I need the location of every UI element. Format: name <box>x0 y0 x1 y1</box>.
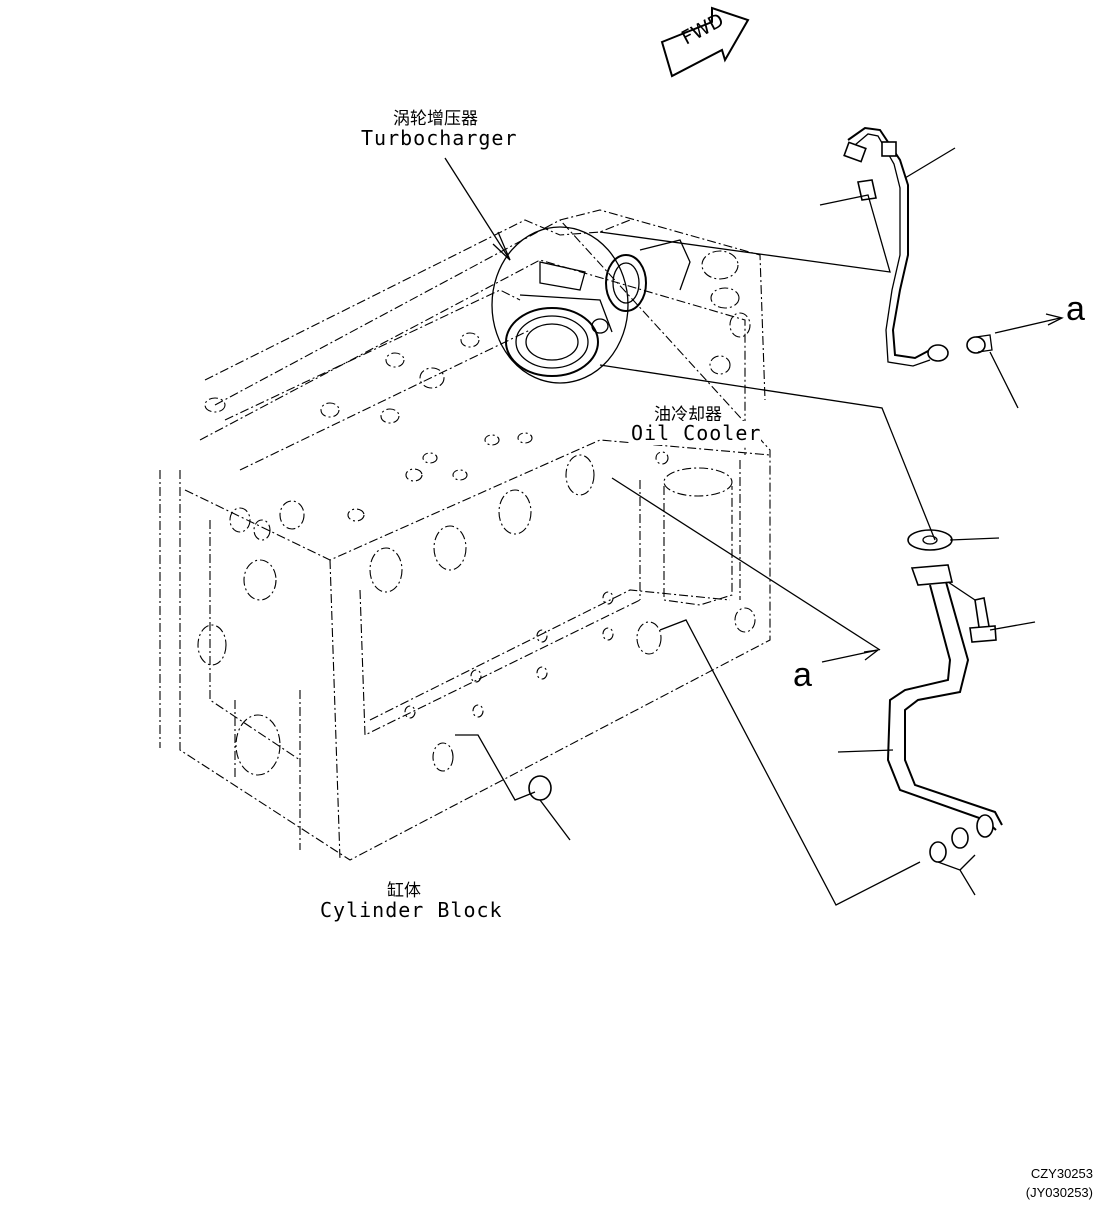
oil-cooler-label-cn: 油冷却器 <box>654 400 722 425</box>
fwd-arrow-icon <box>660 6 750 78</box>
drawing-code: CZY30253 <box>1030 1166 1093 1181</box>
oil-return-tube <box>886 529 1003 863</box>
leader-lines <box>444 147 1064 906</box>
turbocharger <box>491 226 691 384</box>
cylinder-block-label-cn: 缸体 <box>387 881 421 901</box>
block-plug <box>528 775 552 801</box>
cylinder-block <box>159 209 771 861</box>
oil-cooler-label-en: Oil Cooler <box>631 421 762 445</box>
view-ref-a-upper: a <box>1066 290 1085 328</box>
view-ref-a-lower: a <box>793 656 812 694</box>
oil-inlet-tube <box>843 126 949 367</box>
cylinder-block-label-en: Cylinder Block <box>320 898 503 922</box>
turbocharger-label-en: Turbocharger <box>361 126 518 150</box>
connector-fitting <box>857 179 993 354</box>
drawing-code-alt: (JY030253) <box>1025 1185 1093 1200</box>
turbocharger-label-cn: 涡轮增压器 <box>393 109 478 129</box>
